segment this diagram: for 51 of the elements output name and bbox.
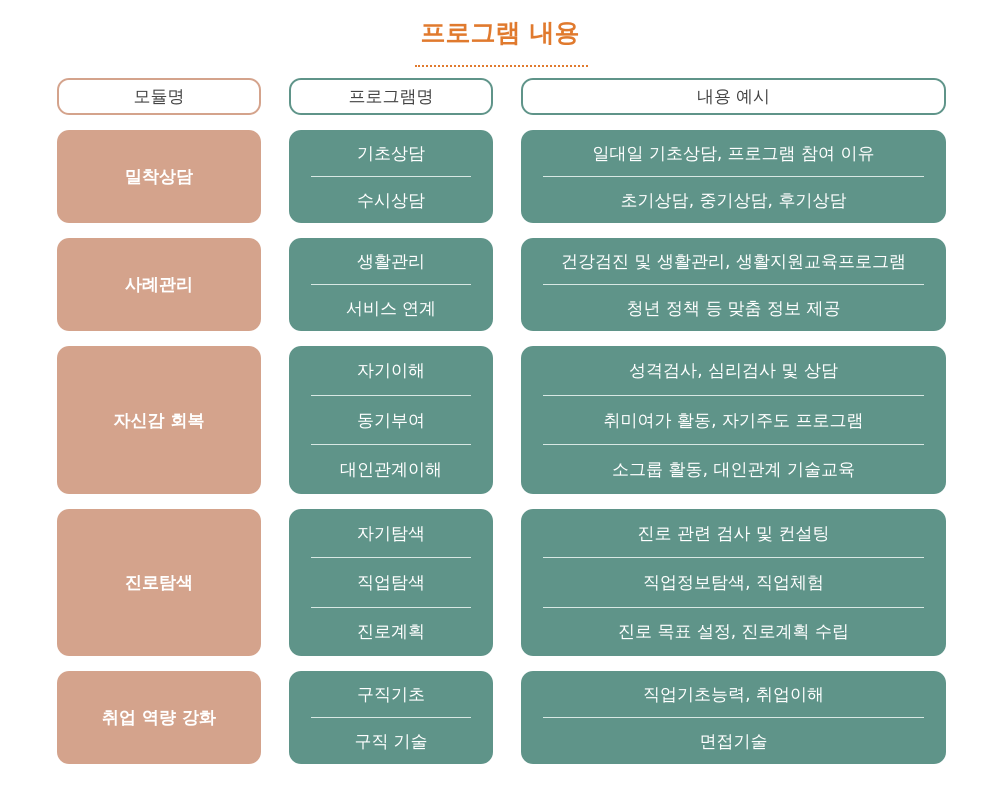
column-header: 프로그램명 xyxy=(348,86,434,108)
header-pill xyxy=(521,78,946,115)
program-name: 자기이해 xyxy=(357,360,425,382)
module-name: 진로탐색 xyxy=(125,572,193,594)
content-text: 진로 목표 설정, 진로계획 수립 xyxy=(618,621,850,644)
program-name: 구직기초 xyxy=(357,684,425,706)
program-card xyxy=(289,238,493,331)
program-name: 진로계획 xyxy=(357,621,425,644)
content-text: 청년 정책 등 맞춤 정보 제공 xyxy=(626,298,841,320)
program-name: 생활관리 xyxy=(357,250,425,272)
content-text: 성격검사, 심리검사 및 상담 xyxy=(629,360,838,382)
content-text: 직업정보탐색, 직업체험 xyxy=(643,572,824,594)
content-card xyxy=(521,346,946,494)
column-header: 모듈명 xyxy=(134,86,184,108)
title: 프로그램 내용 xyxy=(420,18,580,47)
module-name: 밀착상담 xyxy=(125,166,193,188)
program-name: 서비스 연계 xyxy=(346,298,436,320)
module-card xyxy=(57,346,261,494)
content-text: 면접기술 xyxy=(700,730,768,752)
program-card xyxy=(289,671,493,764)
content-card xyxy=(521,671,946,764)
content-text: 일대일 기초상담, 프로그램 참여 이유 xyxy=(592,142,875,164)
program-name: 자기탐색 xyxy=(357,522,425,545)
content-text: 진로 관련 검사 및 컨설팅 xyxy=(638,522,830,545)
content-text: 소그룹 활동, 대인관계 기술교육 xyxy=(612,459,855,482)
content-text: 직업기초능력, 취업이해 xyxy=(643,684,824,706)
program-name: 대인관계이해 xyxy=(340,459,442,482)
program-card xyxy=(289,509,493,656)
module-card xyxy=(57,509,261,656)
content-text: 건강검진 및 생활관리, 생활지원교육프로그램 xyxy=(561,250,906,272)
program-card xyxy=(289,130,493,223)
module-card xyxy=(57,671,261,764)
module-name: 취업 역량 강화 xyxy=(102,707,216,729)
content-card xyxy=(521,509,946,656)
program-name: 기초상담 xyxy=(357,142,425,164)
program-name: 수시상담 xyxy=(357,190,425,212)
program-card xyxy=(289,346,493,494)
column-header: 내용 예시 xyxy=(696,86,770,108)
header-pill xyxy=(57,78,261,115)
module-card xyxy=(57,238,261,331)
program-name: 동기부여 xyxy=(357,410,425,432)
content-text: 초기상담, 중기상담, 후기상담 xyxy=(620,190,846,212)
program-name: 직업탐색 xyxy=(357,572,425,594)
module-name: 사례관리 xyxy=(125,274,193,296)
program-name: 구직 기술 xyxy=(354,730,428,752)
content-card xyxy=(521,130,946,223)
module-name: 자신감 회복 xyxy=(114,410,204,432)
content-card xyxy=(521,238,946,331)
header-pill xyxy=(289,78,493,115)
content-text: 취미여가 활동, 자기주도 프로그램 xyxy=(604,410,864,432)
module-card xyxy=(57,130,261,223)
